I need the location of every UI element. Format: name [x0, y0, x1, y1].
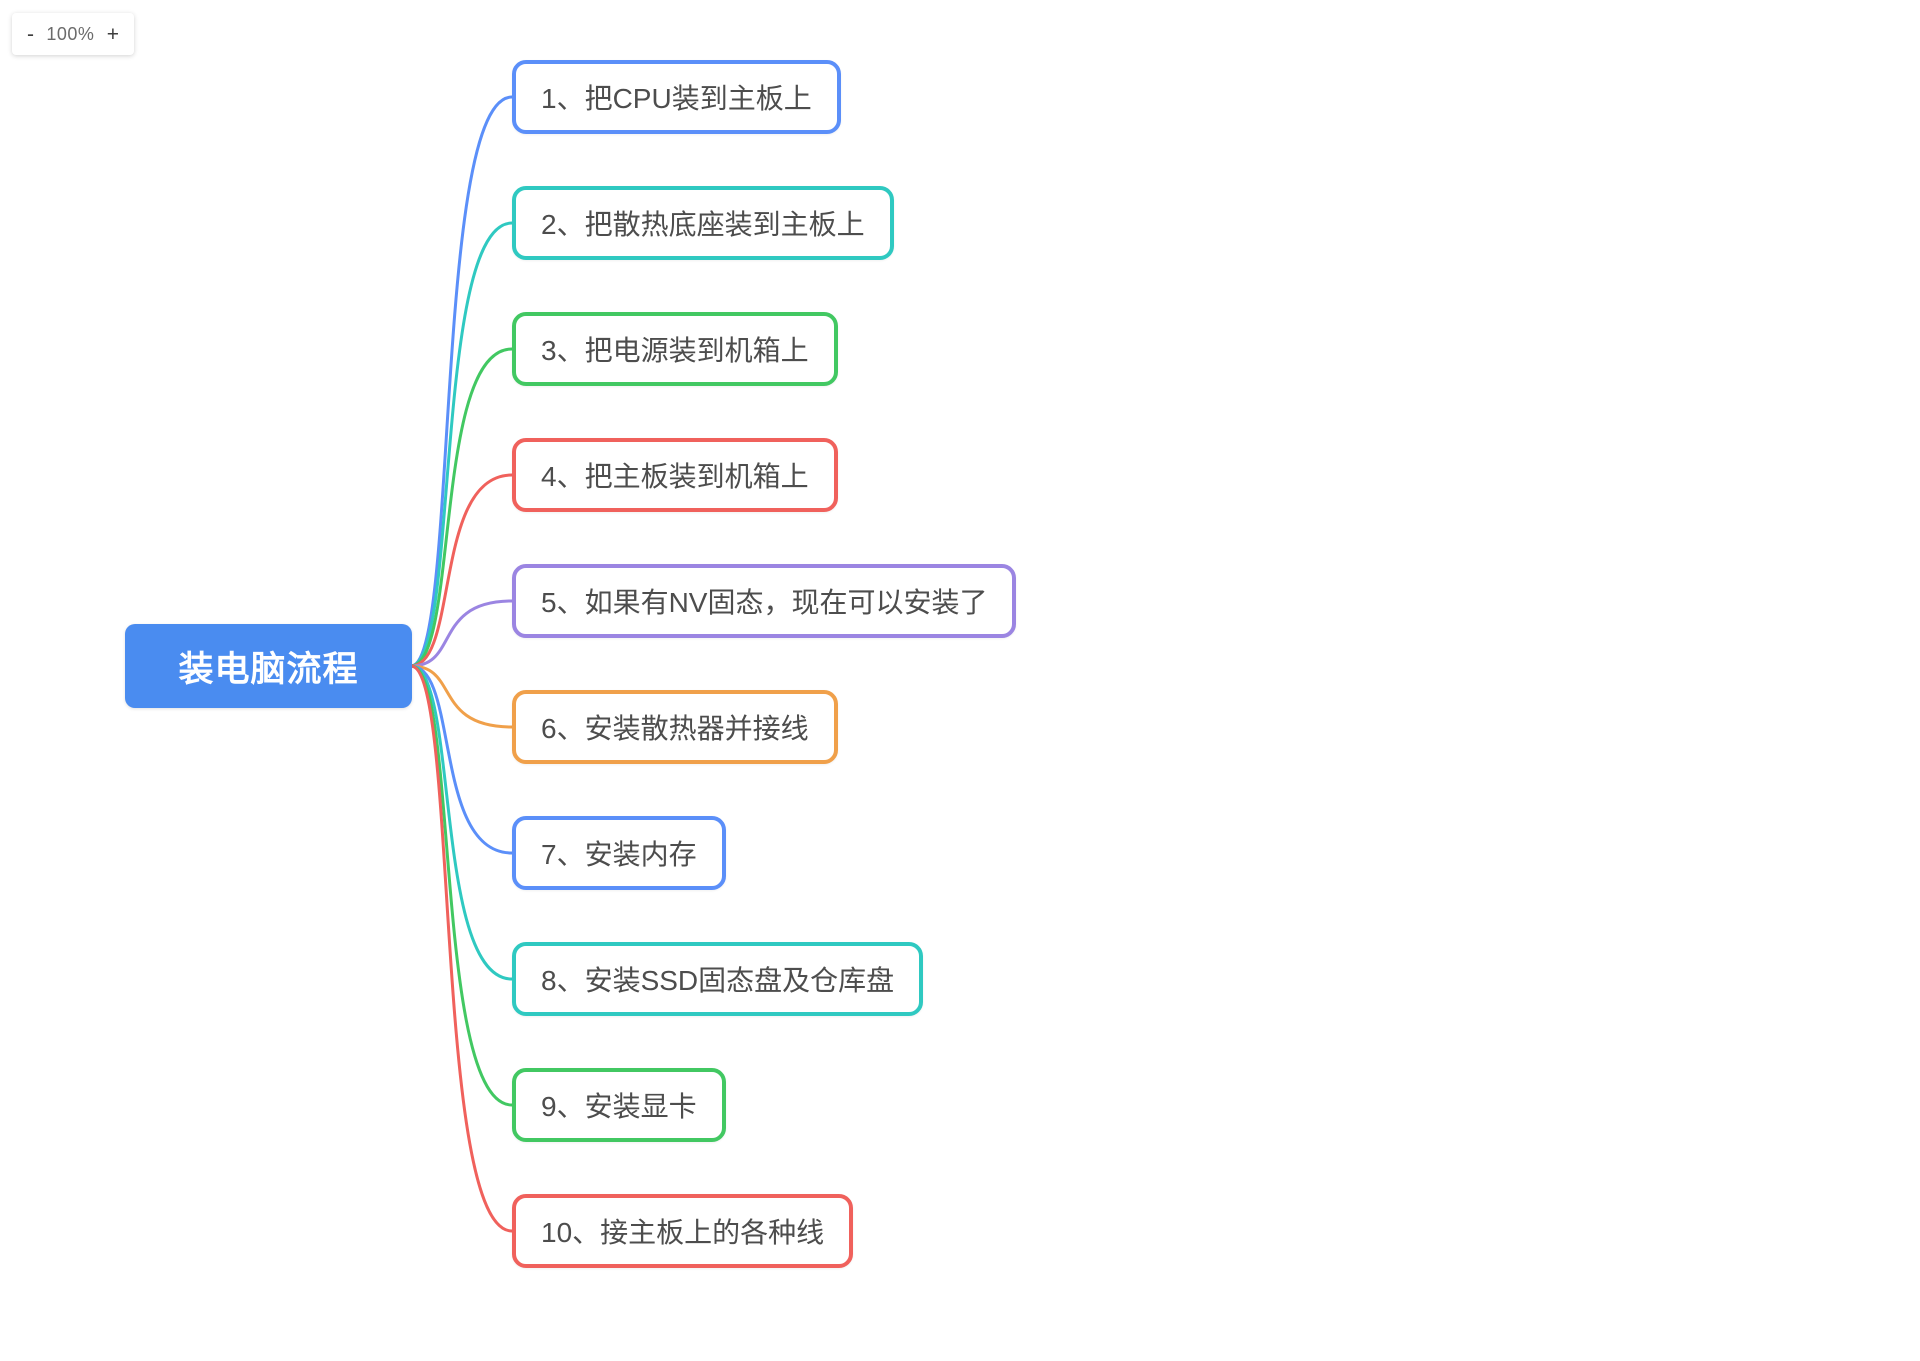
zoom-control: - 100% + — [12, 13, 134, 55]
branch-node-2[interactable]: 2、把散热底座装到主板上 — [512, 186, 894, 260]
edge-5 — [409, 599, 514, 668]
branch-node-10[interactable]: 10、接主板上的各种线 — [512, 1194, 854, 1268]
branch-node-3[interactable]: 3、把电源装到机箱上 — [512, 312, 838, 386]
zoom-in-button[interactable]: + — [106, 22, 119, 46]
zoom-out-button[interactable]: - — [27, 22, 34, 46]
edge-1 — [409, 95, 514, 668]
edge-4 — [409, 473, 514, 668]
branch-node-7[interactable]: 7、安装内存 — [512, 816, 726, 890]
edge-9 — [409, 664, 514, 1107]
edge-8 — [409, 664, 514, 981]
zoom-level: 100% — [46, 23, 95, 44]
edge-3 — [409, 347, 514, 668]
edge-6 — [409, 664, 514, 729]
edge-10 — [409, 664, 514, 1233]
branch-node-5[interactable]: 5、如果有NV固态，现在可以安装了 — [512, 564, 1017, 638]
root-node[interactable]: 装电脑流程 — [125, 624, 412, 708]
edge-7 — [409, 664, 514, 855]
branch-node-9[interactable]: 9、安装显卡 — [512, 1068, 726, 1142]
branch-node-6[interactable]: 6、安装散热器并接线 — [512, 690, 838, 764]
branch-node-8[interactable]: 8、安装SSD固态盘及仓库盘 — [512, 942, 924, 1016]
branch-node-1[interactable]: 1、把CPU装到主板上 — [512, 60, 841, 134]
edge-2 — [409, 221, 514, 668]
branch-node-4[interactable]: 4、把主板装到机箱上 — [512, 438, 838, 512]
